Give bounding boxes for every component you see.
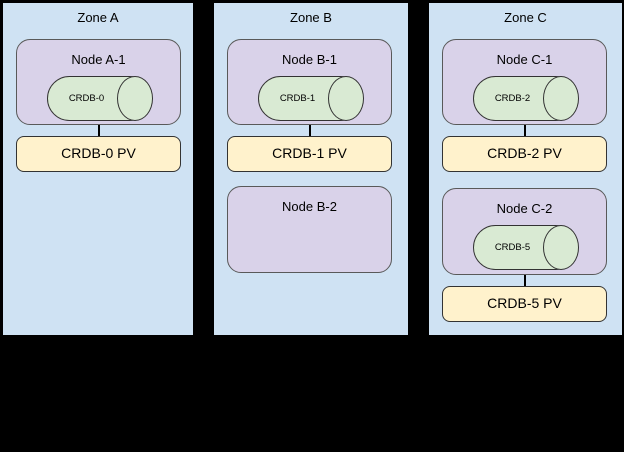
zone-c-node-group-1: Node C-1 CRDB-2 CRDB-2 PV (442, 39, 607, 172)
zone-b: Zone B Node B-1 CRDB-1 CRDB-1 PV Node B-… (212, 1, 410, 337)
crdb-5-label: CRDB-5 (494, 242, 531, 253)
zone-a: Zone A Node A-1 CRDB-0 CRDB-0 PV (1, 1, 195, 337)
zone-a-title: Zone A (77, 10, 119, 25)
crdb-2-cylinder: CRDB-2 (473, 75, 579, 121)
cylinder-cap-icon (542, 75, 579, 121)
node-c-1-box: Node C-1 CRDB-2 (442, 39, 607, 125)
zone-b-node-group-1: Node B-1 CRDB-1 CRDB-1 PV (227, 39, 392, 172)
node-b-2-label: Node B-2 (282, 199, 337, 214)
zone-b-title: Zone B (290, 10, 332, 25)
node-c-2-label: Node C-2 (496, 201, 553, 216)
node-a-1-label: Node A-1 (71, 52, 126, 67)
node-b-1-box: Node B-1 CRDB-1 (227, 39, 392, 125)
node-a-1-box: Node A-1 CRDB-0 (16, 39, 181, 125)
crdb-5-pv-box: CRDB-5 PV (442, 286, 607, 322)
crdb-0-cylinder: CRDB-0 (47, 75, 153, 121)
connector-line (523, 125, 526, 136)
crdb-2-pv-label: CRDB-2 PV (487, 145, 562, 161)
crdb-0-label: CRDB-0 (68, 93, 105, 104)
connector-line (97, 125, 100, 136)
node-c-1-label: Node C-1 (496, 52, 553, 67)
cylinder-cap-icon (542, 224, 579, 270)
zone-b-node-group-2: Node B-2 (227, 186, 392, 273)
zone-a-node-group: Node A-1 CRDB-0 CRDB-0 PV (16, 39, 181, 172)
connector-line (308, 125, 311, 136)
node-c-2-box: Node C-2 CRDB-5 (442, 188, 607, 275)
zone-c-node-group-2: Node C-2 CRDB-5 CRDB-5 PV (442, 188, 607, 322)
crdb-1-pv-box: CRDB-1 PV (227, 136, 392, 172)
zone-c: Zone C Node C-1 CRDB-2 CRDB-2 PV Node C-… (427, 1, 624, 337)
zone-c-title: Zone C (504, 10, 547, 25)
crdb-5-pv-label: CRDB-5 PV (487, 295, 562, 311)
crdb-1-cylinder: CRDB-1 (258, 75, 364, 121)
crdb-1-label: CRDB-1 (279, 93, 316, 104)
cylinder-cap-icon (327, 75, 364, 121)
crdb-2-pv-box: CRDB-2 PV (442, 136, 607, 172)
crdb-5-cylinder: CRDB-5 (473, 224, 579, 270)
cylinder-cap-icon (116, 75, 153, 121)
node-b-1-label: Node B-1 (282, 52, 337, 67)
crdb-2-label: CRDB-2 (494, 93, 531, 104)
crdb-0-pv-box: CRDB-0 PV (16, 136, 181, 172)
node-b-2-box: Node B-2 (227, 186, 392, 273)
crdb-1-pv-label: CRDB-1 PV (272, 145, 347, 161)
crdb-0-pv-label: CRDB-0 PV (61, 145, 136, 161)
connector-line (523, 275, 526, 286)
